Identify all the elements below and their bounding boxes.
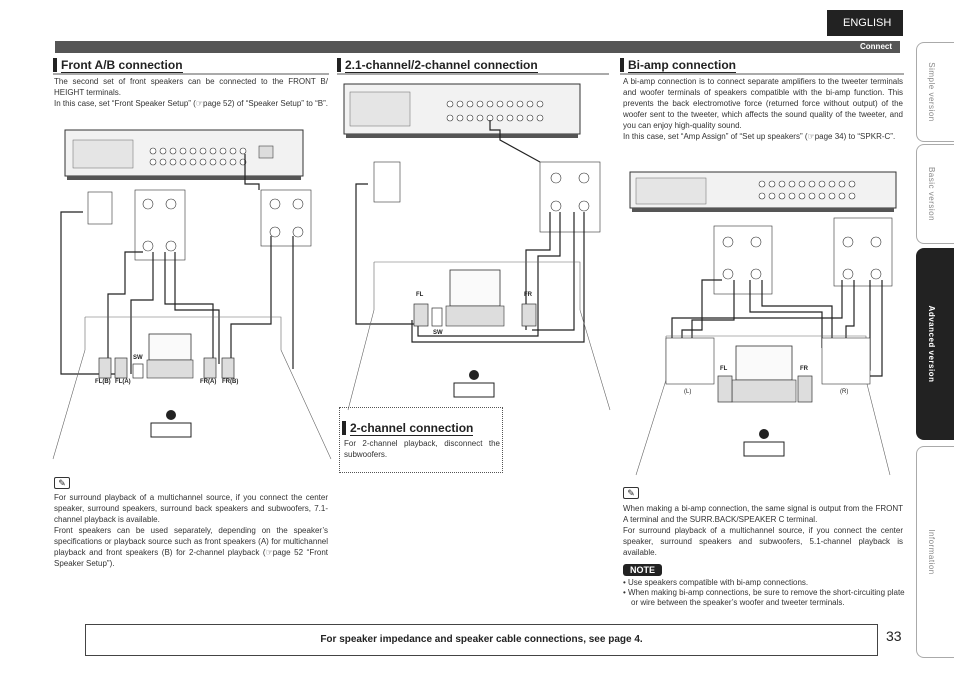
section-bar: [55, 41, 900, 53]
front-terminal-box: [539, 161, 601, 233]
label-l: (L): [684, 389, 692, 395]
language-tab: ENGLISH: [827, 10, 903, 36]
biamp-note: When making a bi-amp connection, the sam…: [623, 504, 903, 557]
biamp-title: Bi-amp connection: [620, 58, 737, 73]
speaker-fr: [521, 303, 537, 327]
receiver-base: [67, 176, 301, 180]
side-tab-advanced[interactable]: Advanced version: [916, 248, 954, 440]
label-fl: FL: [416, 292, 424, 298]
biamp-diagram: [629, 171, 897, 476]
subwoofer: [132, 363, 144, 379]
tv: [449, 269, 501, 307]
ch2-body: For 2-channel playback, disconnect the s…: [344, 439, 500, 459]
sw-connector-box: [373, 161, 401, 203]
side-tab-label: Basic version: [927, 166, 936, 222]
heading-rule: [620, 73, 904, 75]
front-ab-note: For surround playback of a multichannel …: [54, 493, 328, 568]
speaker-c-terminal-box: [833, 217, 893, 287]
speaker-fl: [717, 375, 733, 403]
heading-rule: [337, 73, 609, 75]
side-tab-basic[interactable]: Basic version: [916, 144, 954, 244]
label-fl-b: FL(B): [95, 379, 111, 385]
listener: [166, 410, 176, 420]
side-tab-label: Information: [927, 529, 936, 575]
right-speaker-terminal-box: [821, 337, 871, 385]
front-ab-diagram: [52, 129, 332, 460]
side-tab-information[interactable]: Information: [916, 446, 954, 658]
list-item: • Use speakers compatible with bi-amp co…: [623, 578, 809, 587]
subwoofer: [431, 307, 443, 327]
listener-seat: [743, 441, 785, 457]
side-tab-simple[interactable]: Simple version: [916, 42, 954, 142]
biamp-body: A bi-amp connection is to connect separa…: [623, 77, 903, 141]
speaker-fl-a: [114, 357, 128, 379]
ch2-title: 2-channel connection: [342, 421, 474, 436]
list-item: • When making bi-amp connections, be sur…: [623, 588, 905, 607]
page-number: 33: [886, 628, 902, 644]
ch2-box: [339, 407, 503, 473]
front-ab-title: Front A/B connection: [53, 58, 183, 73]
tv: [735, 345, 793, 381]
label-fr-b: FR(B): [222, 379, 239, 385]
speaker-fr: [797, 375, 813, 403]
front-b-terminal-box: [260, 189, 312, 247]
left-speaker-terminal-box: [665, 337, 715, 385]
speaker-fl: [413, 303, 429, 327]
speaker-fr-b: [221, 357, 235, 379]
front-ab-body: The second set of front speakers can be …: [54, 77, 328, 108]
label-sw: SW: [433, 330, 443, 336]
label-fl: FL: [720, 366, 728, 372]
label-r: (R): [840, 389, 849, 395]
side-tab-label: Simple version: [927, 62, 936, 122]
note-pencil-icon: ✎: [54, 477, 70, 489]
footer-notice: For speaker impedance and speaker cable …: [85, 624, 878, 656]
ch21-diagram: [343, 83, 611, 411]
section-label: Connect: [860, 42, 892, 51]
terminal-row: [149, 147, 247, 166]
listener: [469, 370, 479, 380]
tv: [148, 333, 192, 361]
label-fr: FR: [524, 292, 532, 298]
side-tab-label: Advanced version: [927, 305, 936, 383]
speaker-fl-b: [98, 357, 112, 379]
listener-seat: [150, 422, 192, 438]
biamp-note-list: • Use speakers compatible with bi-amp co…: [623, 578, 905, 608]
label-fr: FR: [800, 366, 808, 372]
front-a-terminal-box: [134, 189, 186, 261]
listener-seat: [453, 382, 495, 398]
note-badge: NOTE: [623, 564, 663, 576]
label-fl-a: FL(A): [115, 379, 131, 385]
ch21-title: 2.1-channel/2-channel connection: [337, 58, 538, 73]
label-fr-a: FR(A): [200, 379, 217, 385]
front-a-terminal-box: [713, 225, 773, 295]
label-sw: SW: [133, 355, 143, 361]
heading-rule: [53, 73, 329, 75]
listener: [759, 429, 769, 439]
sw-connector-box: [87, 191, 113, 225]
speaker-fr-a: [203, 357, 217, 379]
note-pencil-icon: ✎: [623, 487, 639, 499]
